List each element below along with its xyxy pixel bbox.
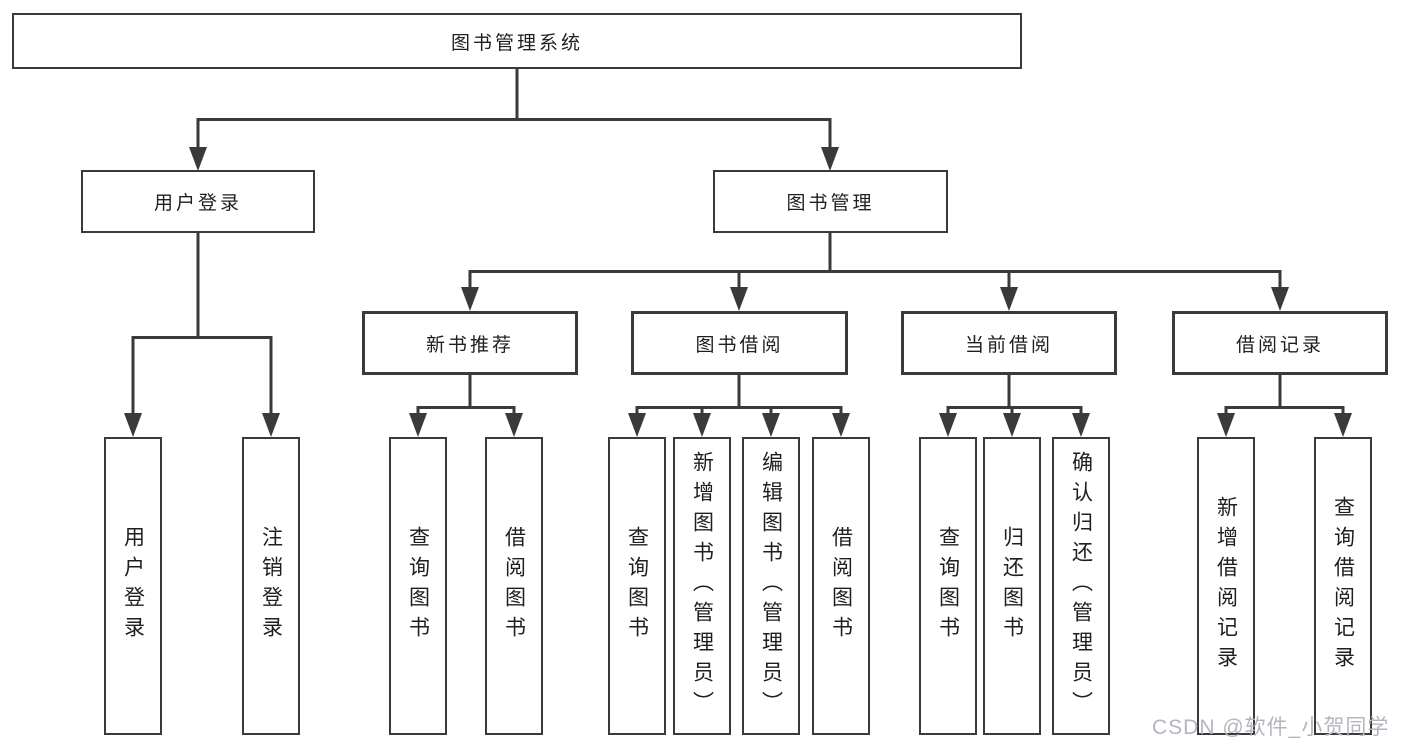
leaf-confirm-return-admin-label: 确认归还（管理员） (1069, 451, 1093, 721)
leaf-borrow-book-recommend-label: 借阅图书 (502, 526, 526, 646)
node-user-login: 用户登录 (81, 170, 315, 233)
leaf-query-borrow-record: 查询借阅记录 (1314, 437, 1372, 735)
connector-book-mgmt-children (461, 233, 1289, 311)
leaf-query-book-recommend-label: 查询图书 (406, 526, 430, 646)
node-current-borrowing: 当前借阅 (901, 311, 1117, 375)
leaf-logout: 注销登录 (242, 437, 300, 735)
leaf-logout-label: 注销登录 (259, 526, 283, 646)
connector-book-borrow-children (628, 375, 850, 437)
leaf-edit-book-admin-label: 编辑图书（管理员） (759, 451, 783, 721)
node-new-book-recommend: 新书推荐 (362, 311, 578, 375)
leaf-user-login-label: 用户登录 (121, 526, 145, 646)
csdn-watermark: CSDN @软件_小贺同学 (1152, 716, 1390, 739)
leaf-add-book-admin: 新增图书（管理员） (673, 437, 731, 735)
leaf-edit-book-admin: 编辑图书（管理员） (742, 437, 800, 735)
leaf-query-borrow-record-label: 查询借阅记录 (1331, 496, 1355, 676)
connector-borrow-records-children (1217, 375, 1352, 437)
leaf-borrow-book: 借阅图书 (812, 437, 870, 735)
leaf-query-book-borrowing: 查询图书 (608, 437, 666, 735)
leaf-borrow-book-label: 借阅图书 (829, 526, 853, 646)
connector-current-borrow-children (939, 375, 1090, 437)
leaf-query-book-current: 查询图书 (919, 437, 977, 735)
leaf-user-login: 用户登录 (104, 437, 162, 735)
connector-new-book-children (409, 375, 523, 437)
node-borrowing-records: 借阅记录 (1172, 311, 1388, 375)
leaf-return-book: 归还图书 (983, 437, 1041, 735)
leaf-add-borrow-record: 新增借阅记录 (1197, 437, 1255, 735)
leaf-return-book-label: 归还图书 (1000, 526, 1024, 646)
leaf-query-book-current-label: 查询图书 (936, 526, 960, 646)
leaf-borrow-book-recommend: 借阅图书 (485, 437, 543, 735)
connector-user-login-children (124, 233, 280, 437)
node-book-management: 图书管理 (713, 170, 948, 233)
node-root-system: 图书管理系统 (12, 13, 1022, 69)
leaf-query-book-borrowing-label: 查询图书 (625, 526, 649, 646)
leaf-query-book-recommend: 查询图书 (389, 437, 447, 735)
leaf-add-borrow-record-label: 新增借阅记录 (1214, 496, 1238, 676)
leaf-add-book-admin-label: 新增图书（管理员） (690, 451, 714, 721)
node-book-borrowing: 图书借阅 (631, 311, 848, 375)
leaf-confirm-return-admin: 确认归还（管理员） (1052, 437, 1110, 735)
connector-root-to-level1 (189, 69, 839, 171)
